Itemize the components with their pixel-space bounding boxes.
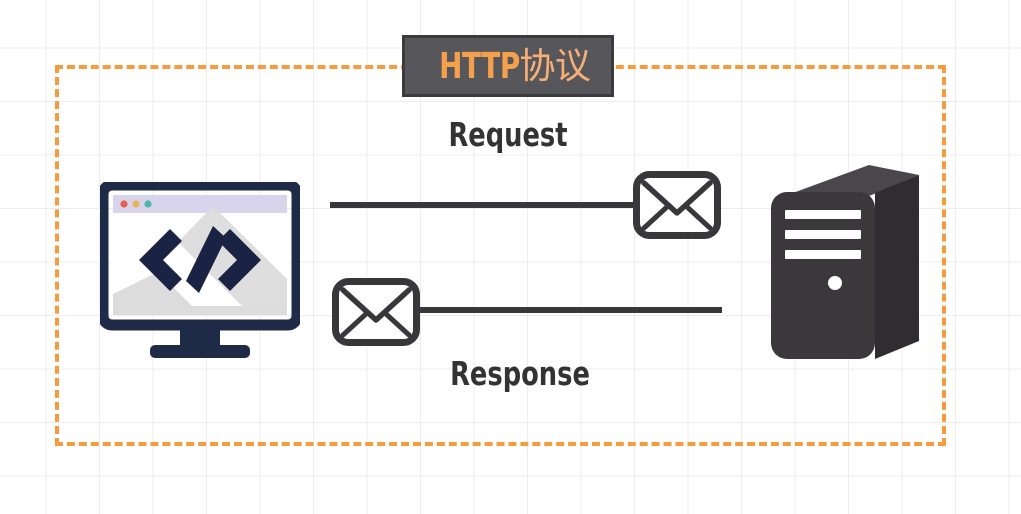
request-label: Request <box>448 115 568 154</box>
server-slot-2 <box>785 230 861 239</box>
monitor-code-icon <box>97 179 303 358</box>
monitor-neck <box>180 325 220 347</box>
title-latin: HTTP <box>438 45 520 87</box>
window-dot-yellow <box>132 200 140 208</box>
monitor-base <box>150 345 250 358</box>
envelope-icon <box>332 278 420 346</box>
client-monitor <box>97 179 303 364</box>
server-slot-3 <box>785 250 861 259</box>
response-connector-line <box>412 307 722 313</box>
request-connector-line <box>330 202 642 208</box>
envelope-icon <box>633 171 721 239</box>
request-envelope <box>632 170 722 245</box>
response-label: Response <box>450 354 590 393</box>
window-dot-teal <box>144 200 152 208</box>
diagram-title-box: HTTP协议 <box>402 35 614 97</box>
code-long-shadow <box>113 206 287 315</box>
response-envelope <box>331 277 421 352</box>
server-power-led <box>828 276 842 290</box>
server-tower-icon <box>771 165 919 359</box>
server-tower <box>757 163 922 376</box>
server-slot-1 <box>785 210 861 219</box>
code-glyph <box>139 226 261 293</box>
page-title: HTTP协议 <box>426 48 591 85</box>
window-dot-red <box>120 200 128 208</box>
title-cjk: 协议 <box>519 45 591 87</box>
